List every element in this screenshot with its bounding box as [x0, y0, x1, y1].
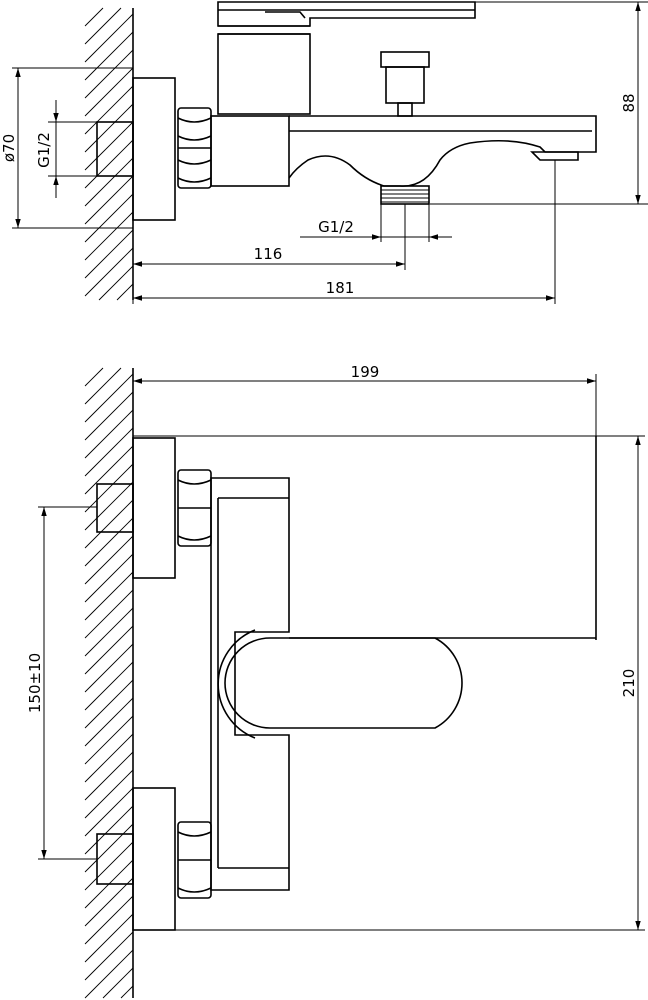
hatch-line	[84, 85, 134, 135]
hatch-line	[84, 13, 134, 63]
hatch-line	[84, 607, 134, 657]
outlet-thread-label: G1/2	[318, 218, 354, 236]
wall-hatching-bottom	[84, 367, 134, 999]
hatch-line	[84, 175, 134, 225]
hatch-line	[84, 247, 134, 297]
hatch-line	[84, 571, 134, 621]
hatch-line	[84, 841, 134, 891]
hatch-line	[84, 367, 122, 405]
dim-shower-outlet: 116	[132, 204, 406, 304]
wall-hatching-top	[84, 7, 134, 301]
hatch-line	[84, 895, 134, 945]
dim-center-distance: 150±10	[26, 506, 97, 860]
hatch-line	[84, 661, 134, 711]
hatch-line	[84, 367, 104, 387]
diverter-knob-side	[380, 51, 430, 117]
hatch-line	[84, 877, 134, 927]
hatch-line	[84, 7, 122, 45]
upper-inlet-assembly	[96, 437, 212, 579]
hatch-line	[84, 445, 134, 495]
hatch-line	[84, 391, 134, 441]
hatch-line	[116, 283, 134, 301]
hatch-line	[84, 913, 134, 963]
side-view: ø70 G1/2 88 G1/2	[0, 1, 648, 304]
center-distance-label: 150±10	[26, 653, 44, 713]
dim-flange-diameter: ø70	[0, 67, 133, 229]
shower-outlet-label: 116	[254, 245, 283, 263]
hatch-line	[84, 805, 134, 855]
shower-outlet-thread	[380, 185, 430, 205]
mixer-body-side	[210, 115, 597, 187]
lower-inlet-assembly	[96, 787, 212, 931]
hatch-line	[84, 823, 134, 873]
hatch-line	[84, 769, 134, 819]
hatch-line	[84, 481, 134, 531]
hatch-line	[84, 697, 134, 747]
wall-flange-side	[132, 77, 176, 221]
dim-height: 88	[430, 1, 648, 205]
hex-nut-side	[177, 107, 212, 189]
hatch-line	[102, 967, 134, 999]
hatch-line	[84, 373, 134, 423]
hatch-line	[84, 517, 134, 567]
dim-overall-depth: 210	[133, 435, 645, 931]
dim-inlet-thread: G1/2	[35, 100, 97, 198]
hatch-line	[84, 733, 134, 783]
hatch-line	[84, 535, 134, 585]
hatch-line	[84, 139, 134, 189]
hatch-line	[84, 229, 134, 279]
mixer-body-top	[210, 436, 597, 891]
hatch-line	[84, 67, 134, 117]
overall-depth-label: 210	[620, 669, 638, 698]
top-view: 199 210 150±10	[26, 363, 645, 999]
hatch-line	[84, 589, 134, 639]
hatch-line	[84, 931, 134, 981]
hatch-line	[84, 31, 134, 81]
hatch-line	[84, 787, 134, 837]
hatch-line	[84, 427, 134, 477]
flange-diameter-label: ø70	[0, 134, 18, 162]
lever-handle-side	[217, 1, 476, 115]
hatch-line	[84, 949, 134, 999]
hatch-line	[84, 157, 134, 207]
height-label: 88	[620, 93, 638, 112]
hatch-line	[84, 49, 134, 99]
hatch-line	[84, 643, 134, 693]
hatch-line	[84, 751, 134, 801]
hatch-line	[84, 121, 134, 171]
dim-spout-length: 181	[133, 160, 556, 304]
dim-overall-width: 199	[133, 363, 597, 436]
hatch-line	[84, 715, 134, 765]
inlet-pipe-side	[96, 121, 134, 177]
hatch-line	[84, 211, 134, 261]
hatch-line	[98, 265, 134, 301]
hatch-line	[84, 103, 134, 153]
hatch-line	[84, 553, 134, 603]
hatch-line	[84, 463, 134, 513]
inlet-thread-label: G1/2	[35, 132, 53, 168]
hatch-line	[84, 193, 134, 243]
hatch-line	[84, 625, 134, 675]
spout-length-label: 181	[326, 279, 355, 297]
hatch-line	[84, 499, 134, 549]
hatch-line	[84, 7, 104, 27]
hatch-line	[84, 409, 134, 459]
dim-outlet-thread: G1/2	[300, 204, 452, 242]
hatch-line	[120, 985, 134, 999]
hatch-line	[84, 679, 134, 729]
overall-width-label: 199	[351, 363, 380, 381]
